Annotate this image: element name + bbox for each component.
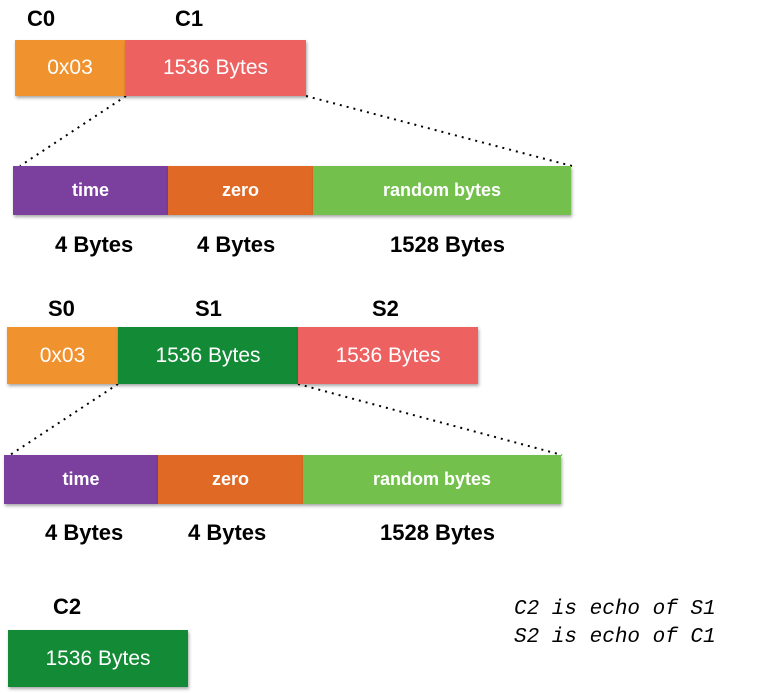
c1-random-label: random bytes xyxy=(382,180,502,200)
c1-random-size: 1528 Bytes xyxy=(390,232,505,257)
c1-value: 1536 Bytes xyxy=(162,56,269,79)
c1-box: 1536 Bytes xyxy=(125,40,306,96)
s1-label: S1 xyxy=(195,296,222,321)
c1-zero-label: zero xyxy=(221,180,259,200)
s0-label: S0 xyxy=(48,296,75,321)
c1-zoom-line-right xyxy=(305,95,573,167)
c0-label: C0 xyxy=(27,6,56,31)
c2-value: 1536 Bytes xyxy=(45,646,151,670)
c1-zoom-line-left xyxy=(19,95,127,167)
echo-note-c2: C2 is echo of S1 xyxy=(514,598,716,621)
c2-box: 1536 Bytes xyxy=(8,630,188,687)
s1-random-segment: random bytes xyxy=(303,455,561,504)
c1-label: C1 xyxy=(175,6,204,31)
c1-zero-segment: zero xyxy=(168,166,313,215)
c1-time-label: time xyxy=(71,180,109,200)
c1-time-size: 4 Bytes xyxy=(55,232,134,257)
s1-random-label: random bytes xyxy=(372,469,492,489)
s1-box: 1536 Bytes xyxy=(118,327,298,384)
c1-time-segment: time xyxy=(13,166,168,215)
s1-time-label: time xyxy=(62,469,100,489)
s1-time-size: 4 Bytes xyxy=(45,520,124,545)
s1-value: 1536 Bytes xyxy=(155,343,261,367)
c0-box: 0x03 xyxy=(15,40,125,96)
s1-zero-label: zero xyxy=(211,469,249,489)
s2-label: S2 xyxy=(372,296,399,321)
s0-value: 0x03 xyxy=(39,343,86,367)
c0-value: 0x03 xyxy=(47,56,93,79)
s1-zero-segment: zero xyxy=(158,455,303,504)
s2-box: 1536 Bytes xyxy=(298,327,478,384)
s1-zero-size: 4 Bytes xyxy=(188,520,267,545)
s2-value: 1536 Bytes xyxy=(335,343,441,367)
s1-random-size: 1528 Bytes xyxy=(380,520,495,545)
s1-zoom-line-right xyxy=(297,383,563,456)
c2-label: C2 xyxy=(53,594,82,619)
c1-zero-size: 4 Bytes xyxy=(197,232,276,257)
s1-time-segment: time xyxy=(4,455,158,504)
s0-box: 0x03 xyxy=(7,327,118,384)
echo-note-s2: S2 is echo of C1 xyxy=(514,626,716,649)
c1-random-segment: random bytes xyxy=(313,166,571,215)
s1-zoom-line-left xyxy=(9,383,119,456)
